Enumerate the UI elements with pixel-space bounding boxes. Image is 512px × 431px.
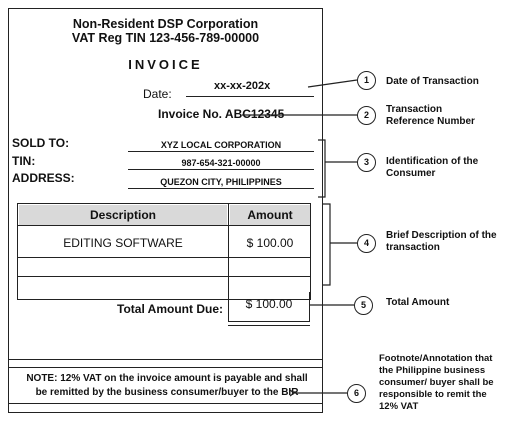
total-underline — [228, 321, 310, 322]
annotation-badge-5: 5 — [354, 296, 373, 315]
annotation-text-3: Identification of the Consumer — [386, 156, 479, 179]
address-underline — [128, 188, 314, 189]
table-column-divider — [228, 203, 229, 300]
date-value: xx-xx-202x — [214, 80, 271, 92]
table-row-divider — [17, 257, 311, 258]
invoice-title: INVOICE — [128, 57, 203, 72]
connector-4-bracket — [323, 203, 331, 286]
invoice-border — [8, 8, 323, 413]
invoice-number: Invoice No. ABC12345 — [158, 107, 285, 121]
table-header-shade-amount — [230, 205, 310, 225]
note-separator — [8, 359, 323, 360]
annotation-text-1: Date of Transaction — [386, 76, 479, 87]
annotation-badge-1: 1 — [357, 71, 376, 90]
sold-to-underline — [128, 151, 314, 152]
total-value: $ 100.00 — [245, 297, 293, 311]
annotation-text-6: Footnote/Annotation that the Philippine … — [379, 353, 494, 412]
connector-3-bracket — [318, 139, 326, 198]
company-name: Non-Resident DSP Corporation — [72, 17, 259, 31]
annotation-text-5: Total Amount — [386, 297, 450, 308]
annotation-badge-6: 6 — [347, 384, 366, 403]
address-label: ADDRESS: — [12, 171, 75, 185]
tin-label: TIN: — [12, 154, 36, 168]
table-cell-amount: $ 100.00 — [246, 236, 294, 250]
date-underline — [186, 96, 314, 97]
connector-1 — [307, 79, 358, 88]
table-header-amount: Amount — [247, 208, 293, 222]
transaction-table — [17, 203, 311, 300]
total-box — [228, 292, 310, 322]
vat-note-line-1: NOTE: 12% VAT on the invoice amount is p… — [26, 373, 308, 384]
table-row-divider — [17, 276, 311, 277]
annotation-badge-2: 2 — [357, 106, 376, 125]
note-bottom-line — [8, 403, 323, 404]
tin-underline — [128, 169, 314, 170]
annotation-text-4: Brief Description of the transaction — [386, 230, 497, 253]
tin-value: 987-654-321-00000 — [181, 158, 261, 168]
table-cell-description: EDITING SOFTWARE — [63, 236, 183, 250]
annotation-text-2: Transaction Reference Number — [386, 104, 475, 127]
address-value: QUEZON CITY, PHILIPPINES — [160, 177, 282, 187]
table-header-divider — [17, 225, 311, 226]
connector-6-arrowhead — [289, 389, 295, 397]
vat-registration: VAT Reg TIN 123-456-789-00000 — [71, 31, 260, 45]
annotation-badge-4: 4 — [357, 234, 376, 253]
table-header-description: Description — [89, 208, 156, 222]
vat-note-line-2: be remitted by the business consumer/buy… — [35, 387, 299, 398]
table-header-shade-description — [19, 205, 227, 225]
annotation-badge-3: 3 — [357, 153, 376, 172]
total-label: Total Amount Due: — [117, 302, 223, 316]
sold-to-label: SOLD TO: — [12, 136, 70, 150]
date-label: Date: — [143, 87, 172, 101]
total-double-underline — [228, 325, 310, 326]
sold-to-value: XYZ LOCAL CORPORATION — [160, 140, 282, 150]
note-separator — [8, 367, 323, 368]
